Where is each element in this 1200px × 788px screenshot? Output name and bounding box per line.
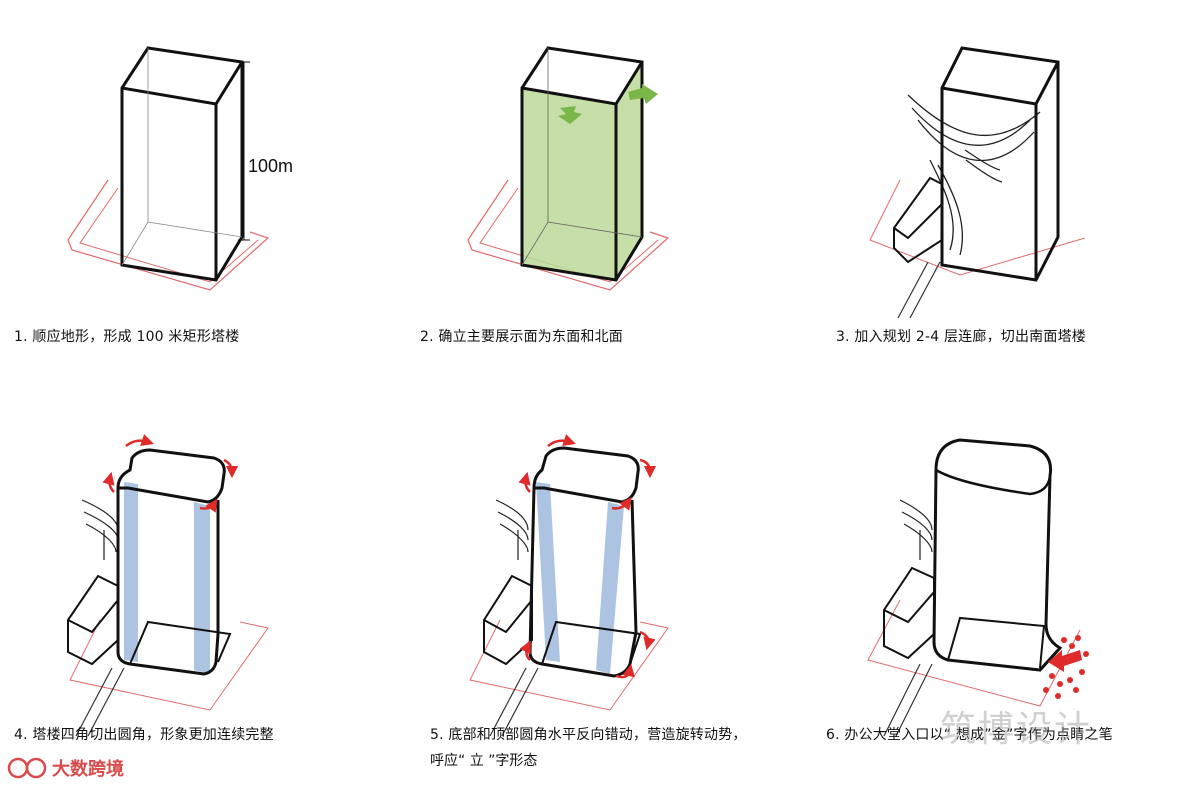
caption-1: 1. 顺应地形，形成 100 米矩形塔楼 [14,329,240,345]
tower-sides [116,488,220,676]
podium [893,176,943,264]
green-facade [522,62,642,280]
blue-twist-strip [536,482,560,662]
tower-top-edge [935,468,1052,496]
panel-3-corridor-cut [869,46,1086,319]
corridor-bridge [81,499,119,560]
green-arrow-down-icon [558,106,582,124]
panel-4-rounded-corners [67,434,269,737]
caption-4: 4. 塔楼四角切出圆角，形象更加连续完整 [14,727,274,743]
corridor-bridge [899,499,933,560]
tower-outline [116,448,226,504]
corridor-bridge [907,94,1041,256]
blue-corner-strip [124,482,138,662]
ramp [489,667,539,737]
caption-5: 5. 底部和顶部圆角水平反向错动，营造旋转动势， [430,727,747,743]
caption-6: 6. 办公大堂入口以“ 想成”金”字作为点睛之笔 [826,727,1113,743]
entrance-dots [1043,635,1089,699]
site-outline [869,179,1086,276]
podium [883,566,935,660]
site-outline-inner [79,187,259,283]
panel-1-rectangular-tower: 100m [67,46,293,291]
watermark-left-text: 大数跨境 [52,759,124,780]
tower-box [940,46,1060,282]
caption-2: 2. 确立主要展示面为东面和北面 [420,329,624,345]
panel-5-twisted-corners [469,434,669,737]
podium [483,574,533,666]
tower-base [947,616,1046,669]
blue-corner-strip [194,502,210,674]
site-outline [469,619,669,711]
tower-outline [532,446,640,504]
ramp [75,667,125,737]
height-label: 100m [248,156,293,176]
ramp [883,663,933,737]
panel-2-display-facades [467,46,670,291]
entrance-arrow-icon [1048,650,1082,672]
caption-5-line-2: 呼应“ 立 ”字形态 [430,753,538,769]
rotation-arrows [102,434,239,513]
watermark-logo: 大数跨境 [6,752,124,784]
corridor-bridge [495,499,529,560]
tower-base [129,620,232,665]
blue-twist-strip [596,502,624,674]
logo-icon [7,757,47,779]
site-outline [69,619,269,711]
tower-box [120,46,244,282]
podium [67,574,119,666]
rotation-arrows [518,434,657,679]
caption-3: 3. 加入规划 2-4 层连廊，切出南面塔楼 [836,329,1086,345]
tower-outline [932,438,1063,672]
site-outline [467,179,670,291]
tower-hidden-edges [121,48,243,266]
height-dimension [238,61,250,241]
panel-6-lobby-entrance [867,438,1089,737]
tower-base [541,620,642,665]
watermark-right: 筑博设计 [940,709,1093,750]
site-outline [67,179,270,291]
green-arrow-right-icon [628,84,658,104]
ramp [897,261,941,319]
